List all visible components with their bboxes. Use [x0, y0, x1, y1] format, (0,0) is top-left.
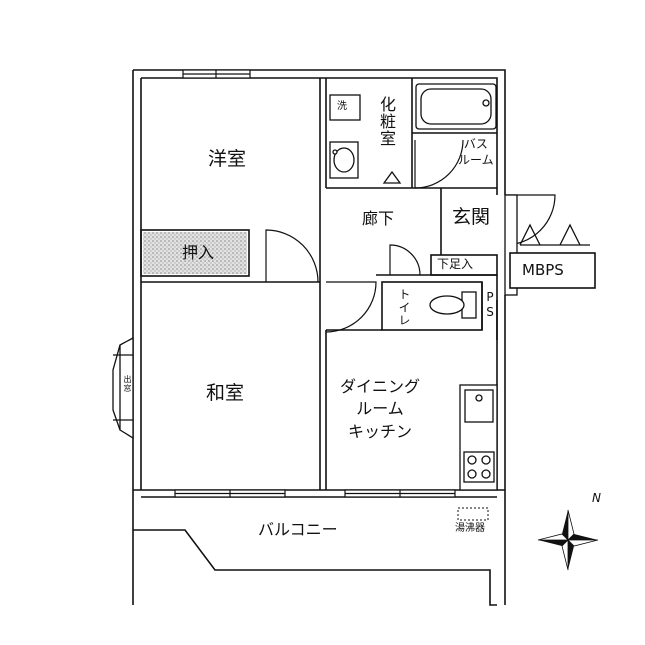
- entrance-label: 玄関: [452, 206, 491, 228]
- mbps-label: MBPS: [522, 261, 564, 279]
- vanity-label: 化粧室: [377, 96, 396, 147]
- western-room-label: 洋室: [208, 148, 247, 170]
- bath-label: バス ルーム: [458, 137, 494, 167]
- vanity-fixtures: [329, 94, 402, 184]
- closet-fill: [143, 232, 247, 274]
- ps-label: PS: [483, 290, 497, 320]
- water-heater-box: [457, 507, 489, 521]
- compass-north-label: N: [592, 491, 601, 505]
- closet-label: 押入: [182, 243, 215, 262]
- dining-kitchen-label: ダイニング ルーム キッチン: [340, 377, 421, 441]
- japanese-room-label: 和室: [206, 382, 245, 404]
- toilet-label: トイレ: [397, 288, 411, 327]
- bay-window: [112, 336, 134, 440]
- compass-icon: [537, 509, 599, 571]
- shoe-box-label: 下足入: [437, 257, 474, 271]
- toilet-fixture: [429, 291, 477, 319]
- hallway-label: 廊下: [362, 209, 395, 228]
- balcony-label: バルコニー: [258, 520, 338, 539]
- interior-walls: [140, 78, 498, 490]
- water-heater-label: 湯沸器: [455, 523, 485, 534]
- bottom-windows: [174, 489, 456, 498]
- bathtub: [415, 83, 497, 130]
- kitchen-counter: [459, 384, 498, 491]
- bay-window-label: 出窓: [123, 375, 132, 393]
- wash-label: 洗: [337, 101, 347, 112]
- top-windows: [182, 69, 251, 79]
- mbps-box: [509, 252, 596, 289]
